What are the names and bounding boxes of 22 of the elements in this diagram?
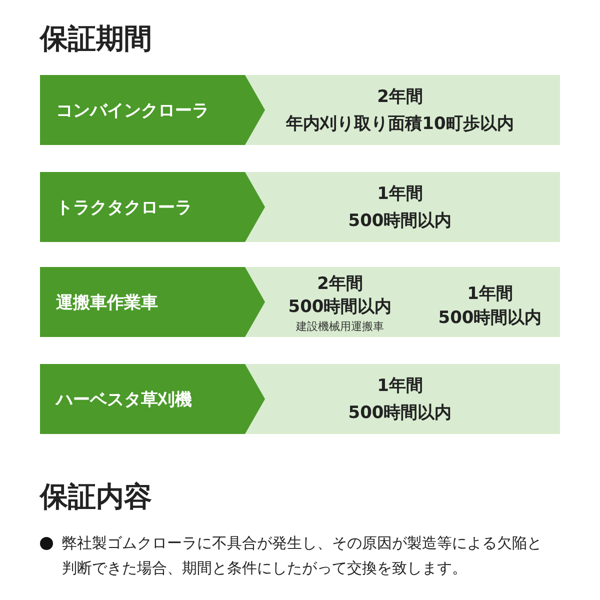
period-text: 500時間以内 [348,210,452,232]
heading: 保証期間 [40,21,152,57]
value-panel [265,364,560,434]
body-text: 弊社製ゴムクローラに不具合が発生し、その原因が製造等による欠陥と判断できた場合、期間と条件にしたがって交換を致します。 [62,533,542,579]
period-text: 2年間 [377,86,423,108]
category-label: ハーベスタ草刈機 [56,388,192,410]
heading: 保証内容 [40,479,152,515]
note-text: 建設機械用運搬車 [296,319,384,334]
period-text: 500時間以内 [288,296,392,318]
category-label: トラクタクローラ [56,196,192,218]
period-text: 2年間 [317,273,363,295]
category-label: 運搬車作業車 [56,292,158,314]
period-text: 1年間 [467,283,513,305]
period-text: 500時間以内 [348,402,452,424]
value-panel [265,172,560,242]
period-text: 500時間以内 [438,307,542,329]
value-panel [265,267,560,337]
value-panel [265,75,560,145]
period-text: 年内刈り取り面積10町歩以内 [286,113,514,135]
period-text: 1年間 [377,375,423,397]
category-label: コンバインクローラ [56,100,209,122]
period-text: 1年間 [377,183,423,205]
